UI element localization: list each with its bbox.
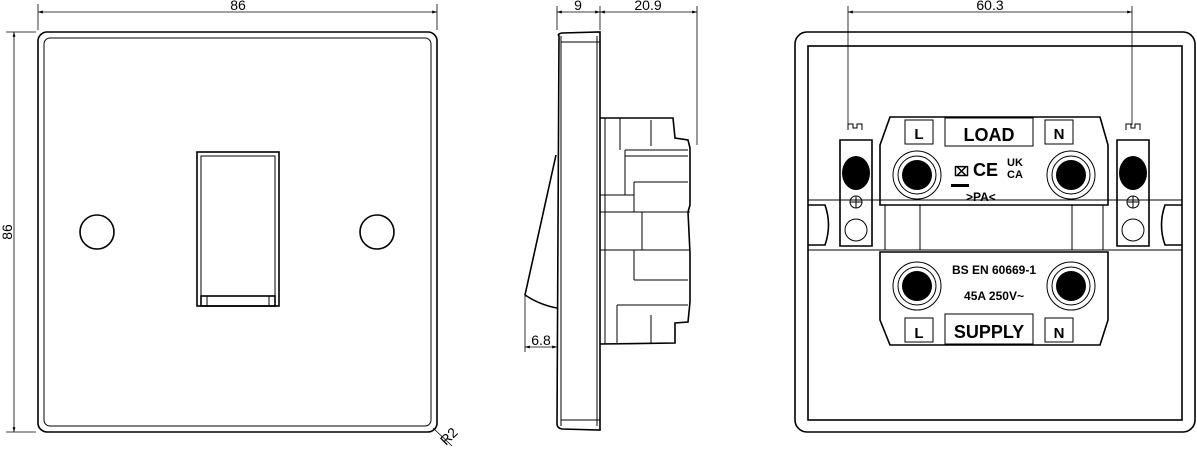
dim-rocker-projection: 6.8 <box>531 332 551 348</box>
dim-radius: R2 <box>437 424 461 448</box>
dim-height: 86 <box>0 224 15 240</box>
screw-hole-right <box>359 214 395 250</box>
supply-terminal-block: L N SUPPLY BS EN 60669-1 45A 250V~ <box>879 251 1109 346</box>
rocker-bottom-edge <box>200 295 276 307</box>
supply-live-label: L <box>914 325 923 342</box>
rating-text: 45A 250V~ <box>964 289 1024 303</box>
ce-mark: CE <box>973 160 998 180</box>
dim-body-depth: 20.9 <box>634 0 661 13</box>
weee-bin-icon: ⌧ <box>954 164 969 179</box>
pa-mark: >PA< <box>966 190 996 204</box>
standard-text: BS EN 60669-1 <box>952 263 1036 277</box>
back-inner <box>807 45 1183 421</box>
faceplate-bevel <box>43 37 432 427</box>
terminal-body-side <box>599 117 691 345</box>
ukca-mark-top: UK <box>1007 157 1023 169</box>
dim-plate-depth: 9 <box>574 0 582 13</box>
fixing-lug-left <box>839 123 873 247</box>
faceplate-outline <box>37 31 438 433</box>
rear-view: L N LOAD ⌧ CE UK CA >PA< L N SUPPLY BS E… <box>794 0 1196 433</box>
rocker-switch <box>196 151 280 307</box>
dim-fixing-centres: 60.3 <box>976 0 1003 13</box>
load-terminal-block: L N LOAD ⌧ CE UK CA >PA< <box>879 116 1109 206</box>
load-neutral-label: N <box>1054 126 1065 143</box>
plate-side <box>556 31 601 431</box>
side-view: 9 20.9 6.8 <box>524 0 698 431</box>
fixing-lug-right <box>1116 123 1150 247</box>
front-view: 86 86 R2 <box>0 0 461 448</box>
load-live-label: L <box>914 126 923 143</box>
dim-width: 86 <box>230 0 246 13</box>
back-box-outline <box>794 31 1196 433</box>
rocker-side <box>524 154 558 309</box>
supply-neutral-label: N <box>1054 325 1065 342</box>
rocker-face <box>200 155 276 297</box>
ukca-mark-bottom: CA <box>1007 169 1023 181</box>
supply-label: SUPPLY <box>954 322 1024 342</box>
load-label: LOAD <box>964 125 1015 145</box>
screw-hole-left <box>79 214 115 250</box>
